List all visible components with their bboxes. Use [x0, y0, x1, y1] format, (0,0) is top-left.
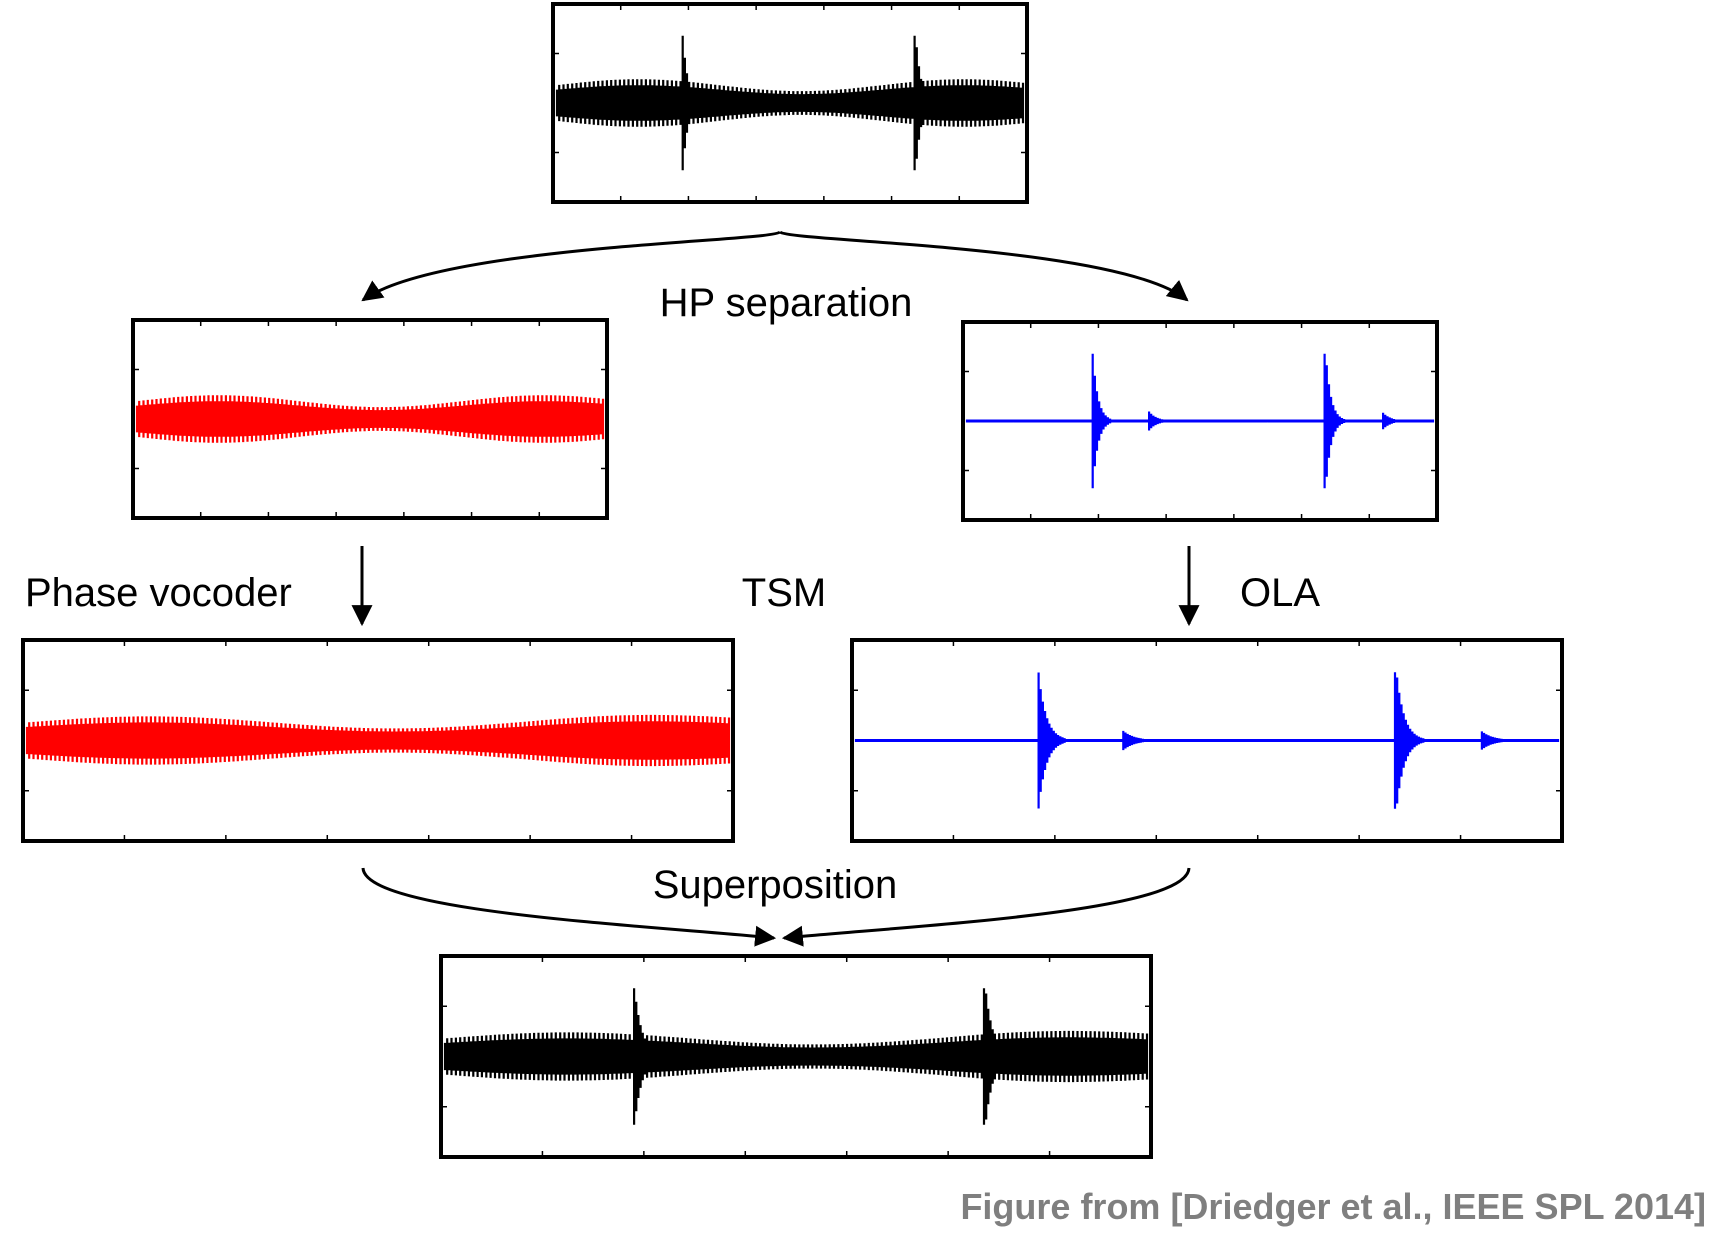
phase-vocoder-label: Phase vocoder — [25, 571, 292, 615]
tsm-label: TSM — [742, 571, 826, 615]
plot-original — [551, 2, 1029, 204]
superposition-label: Superposition — [653, 863, 898, 907]
waveform — [135, 395, 605, 443]
waveform — [25, 714, 731, 767]
hp-separation-arrow-right — [778, 230, 1189, 302]
plot-harmonic — [131, 318, 609, 520]
plot-percussive — [961, 320, 1439, 522]
plot-percussive-stretched — [850, 638, 1564, 843]
plot-ticks — [963, 322, 1437, 520]
plot-ticks — [133, 320, 607, 518]
plot-ticks — [553, 4, 1027, 202]
ola-label: OLA — [1240, 571, 1320, 615]
plot-ticks — [23, 640, 733, 841]
hp-separation-arrow-left — [361, 230, 782, 302]
hp-separation-label: HP separation — [660, 281, 913, 325]
plot-result — [439, 954, 1153, 1159]
plot-ticks — [441, 956, 1151, 1157]
superposition-arrow-right — [781, 867, 1191, 947]
plot-harmonic-stretched — [21, 638, 735, 843]
superposition-arrow-left — [361, 867, 777, 947]
plot-ticks — [852, 640, 1562, 841]
waveform — [555, 35, 1025, 171]
figure-caption: Figure from [Driedger et al., IEEE SPL 2… — [960, 1186, 1706, 1227]
waveform — [443, 988, 1149, 1125]
